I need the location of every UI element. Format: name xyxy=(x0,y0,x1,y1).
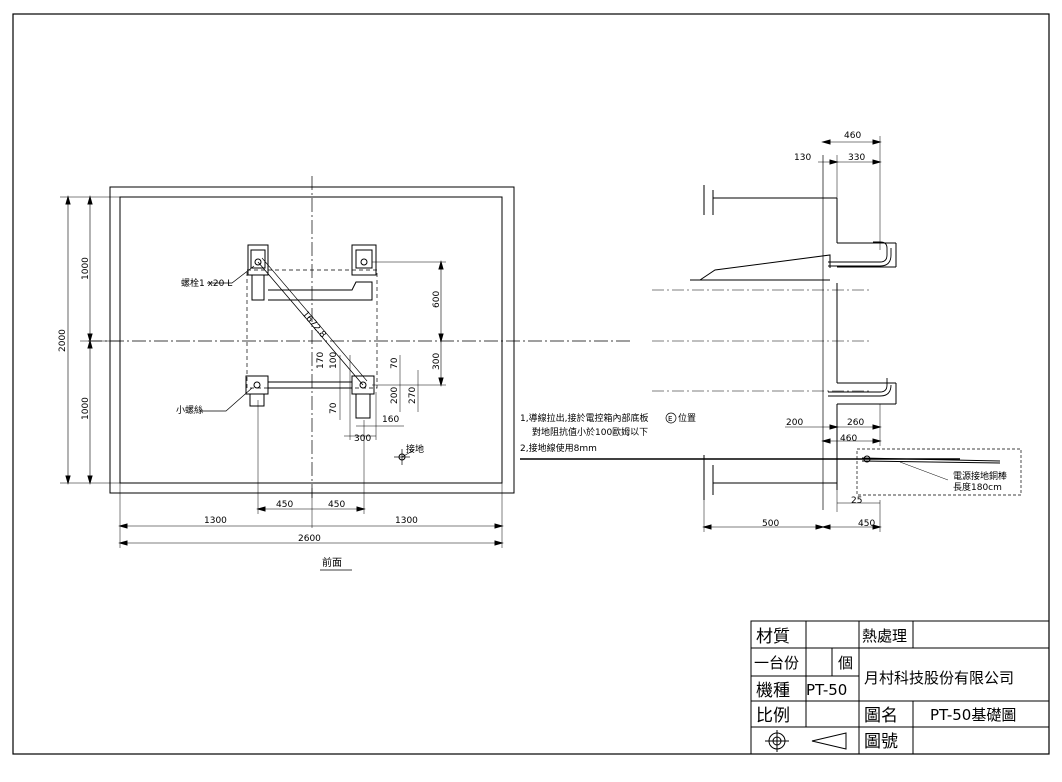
dim-total-width: 2600 xyxy=(298,534,321,544)
dim-70-b: 70 xyxy=(329,402,339,414)
anchor-bolt-top-right xyxy=(268,244,377,301)
note-circle-text: E xyxy=(668,415,672,423)
anchor-bolt-top-left xyxy=(247,244,269,301)
tb-scale-label: 比例 xyxy=(756,706,790,726)
side-view xyxy=(520,136,1022,532)
tb-model-label: 機種 xyxy=(756,681,790,701)
anchor-bolt-label: 螺栓1 x20 L xyxy=(181,277,232,289)
dim-70-a: 70 xyxy=(390,357,400,369)
side-dim-mid-460: 460 xyxy=(840,434,857,444)
dim-bolt-left: 450 xyxy=(276,500,293,510)
tb-company: 月村科技股份有限公司 xyxy=(864,669,1014,687)
tb-qty-unit: 個 xyxy=(838,654,853,672)
screw-leader xyxy=(200,387,253,412)
dim-200: 200 xyxy=(390,387,400,404)
note-line-2: 對地阻抗值小於100歐姆以下 xyxy=(532,426,648,438)
ground-leader xyxy=(401,449,415,458)
tb-heat-label: 熱處理 xyxy=(862,627,907,645)
title-block-labels: 材質 熱處理 一台份 個 機種 PT-50 月村科技股份有限公司 比例 圖名 P… xyxy=(754,627,1016,752)
anchor-leader xyxy=(207,265,255,284)
ground-rod-note-2: 長度180cm xyxy=(953,481,1002,493)
diagonal-line-2 xyxy=(261,257,368,382)
ground-rod-box xyxy=(856,448,1022,496)
dim-upper-height: 1000 xyxy=(81,257,91,280)
ground-rod-note-1: 電源接地銅棒 xyxy=(953,470,1007,482)
note-line-1-end: 位置 xyxy=(678,412,696,424)
sheet-border xyxy=(12,13,1050,755)
front-view-caption: 前面 xyxy=(322,556,342,569)
side-dim-25: 25 xyxy=(851,496,862,506)
side-view-labels: 460 130 330 200 260 460 25 500 450 電源接地銅… xyxy=(762,131,1007,529)
side-dim-top-460: 460 xyxy=(844,131,861,141)
anchor-bolt-bottom-left xyxy=(245,375,352,407)
tb-model-value: PT-50 xyxy=(806,681,847,699)
tb-qty-label: 一台份 xyxy=(754,654,799,672)
machine-base-outline xyxy=(246,269,378,389)
front-view xyxy=(60,176,630,548)
dim-right-half: 1300 xyxy=(395,516,418,526)
dim-600: 600 xyxy=(432,291,442,308)
projection-symbol-icon xyxy=(765,730,847,752)
dim-270: 270 xyxy=(408,387,418,404)
front-view-labels: 2000 1000 1000 1300 1300 2600 450 450 60… xyxy=(58,257,442,571)
dim-lower-height: 1000 xyxy=(81,397,91,420)
side-dim-bottom-500: 500 xyxy=(762,519,779,529)
side-dim-top-130: 130 xyxy=(794,153,811,163)
dim-160: 160 xyxy=(382,415,399,425)
side-dim-mid-200: 200 xyxy=(786,418,803,428)
title-block xyxy=(750,620,1050,755)
note-line-1: 1,導線拉出,接於電控箱內部底板 xyxy=(520,412,648,424)
note-circle-mark xyxy=(665,412,677,424)
dim-total-height: 2000 xyxy=(58,329,68,352)
tb-material-label: 材質 xyxy=(756,627,790,647)
side-dim-bottom-450: 450 xyxy=(858,519,875,529)
tb-drawing-name-value: PT-50基礎圖 xyxy=(930,706,1016,724)
tb-drawing-name-label: 圖名 xyxy=(864,706,898,726)
dim-100: 100 xyxy=(329,352,339,369)
foundation-inner xyxy=(119,196,503,484)
anchor-bolt-bottom-right xyxy=(351,375,375,419)
notes: 1,導線拉出,接於電控箱內部底板 E 位置 對地阻抗值小於100歐姆以下 2,接… xyxy=(520,412,696,454)
screw-label: 小螺絲 xyxy=(176,404,203,416)
dim-bolt-right: 450 xyxy=(328,500,345,510)
note-line-3: 2,接地線使用8mm xyxy=(520,442,597,454)
diagonal-line xyxy=(257,261,364,386)
diagonal-label: 1672.8 xyxy=(300,310,328,341)
dim-300b: 300 xyxy=(354,434,371,444)
dim-left-half: 1300 xyxy=(204,516,227,526)
side-dim-top-330: 330 xyxy=(848,153,865,163)
dim-170: 170 xyxy=(316,352,326,369)
tb-drawing-no-label: 圖號 xyxy=(864,732,898,752)
side-dim-mid-260: 260 xyxy=(847,418,864,428)
dim-300: 300 xyxy=(432,353,442,370)
ground-label: 接地 xyxy=(406,443,424,455)
